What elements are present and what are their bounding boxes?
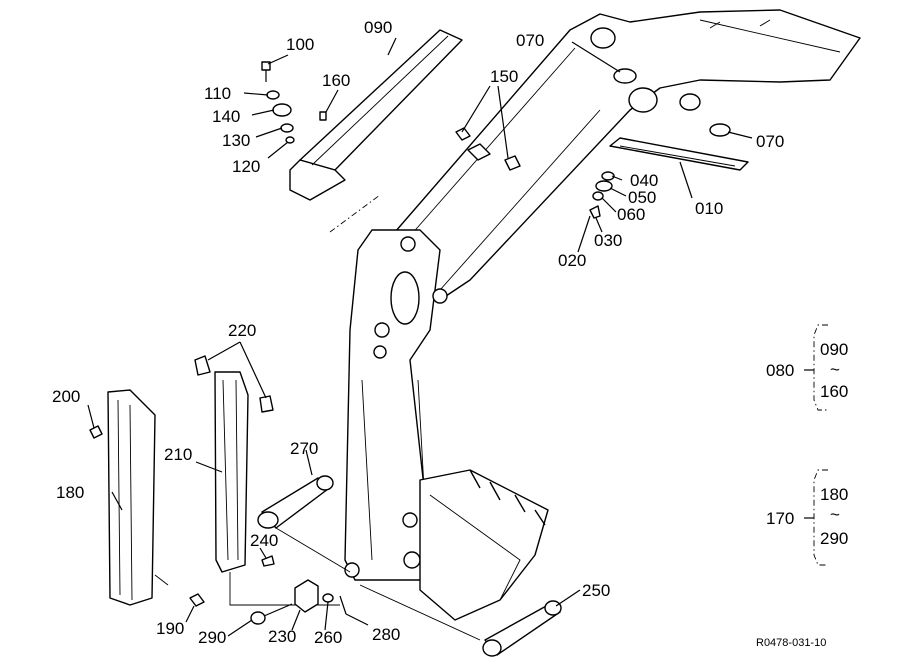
range-170-from: 180 xyxy=(820,485,848,504)
label-170: 170 xyxy=(766,509,794,528)
leader-lines xyxy=(87,37,814,637)
link-270 xyxy=(257,475,351,573)
reference-number: R0478-031-10 xyxy=(756,637,826,649)
label-240: 240 xyxy=(250,531,278,550)
part-labels: 010 020 030 040 050 060 070 070 080 090 … xyxy=(52,18,794,647)
cover-090 xyxy=(289,29,463,201)
label-040: 040 xyxy=(630,171,658,190)
bucket-assembly xyxy=(419,469,549,621)
label-160: 160 xyxy=(322,71,350,90)
label-280: 280 xyxy=(372,625,400,644)
label-220: 220 xyxy=(228,321,256,340)
label-150: 150 xyxy=(490,67,518,86)
cover-180 xyxy=(107,389,169,606)
label-200: 200 xyxy=(52,387,80,406)
label-140: 140 xyxy=(212,107,240,126)
label-230: 230 xyxy=(268,627,296,646)
label-070-top: 070 xyxy=(516,31,544,50)
label-210: 210 xyxy=(164,445,192,464)
label-020: 020 xyxy=(558,251,586,270)
label-120: 120 xyxy=(232,157,260,176)
range-170: 180 ~ 290 xyxy=(820,485,848,548)
label-270: 270 xyxy=(290,439,318,458)
label-260: 260 xyxy=(314,628,342,647)
label-090: 090 xyxy=(364,18,392,37)
range-170-tilde: ~ xyxy=(830,505,840,524)
label-100: 100 xyxy=(286,35,314,54)
label-080: 080 xyxy=(766,361,794,380)
label-250: 250 xyxy=(582,581,610,600)
label-130: 130 xyxy=(222,131,250,150)
cover-010 xyxy=(609,137,749,171)
boom-assembly xyxy=(329,9,861,301)
label-190: 190 xyxy=(156,619,184,638)
label-060: 060 xyxy=(617,205,645,224)
range-080-to: 160 xyxy=(820,382,848,401)
label-010: 010 xyxy=(695,199,723,218)
hardware xyxy=(89,61,731,625)
cover-210 xyxy=(194,355,340,606)
label-180: 180 xyxy=(56,483,84,502)
label-110: 110 xyxy=(204,84,231,103)
label-030: 030 xyxy=(594,231,622,250)
label-050: 050 xyxy=(628,188,656,207)
label-070-right: 070 xyxy=(756,132,784,151)
range-brackets xyxy=(813,324,828,566)
range-080: 090 ~ 160 xyxy=(820,340,848,401)
label-290: 290 xyxy=(198,628,226,647)
range-170-to: 290 xyxy=(820,529,848,548)
range-080-tilde: ~ xyxy=(830,360,840,379)
link-250 xyxy=(359,584,562,657)
range-080-from: 090 xyxy=(820,340,848,359)
